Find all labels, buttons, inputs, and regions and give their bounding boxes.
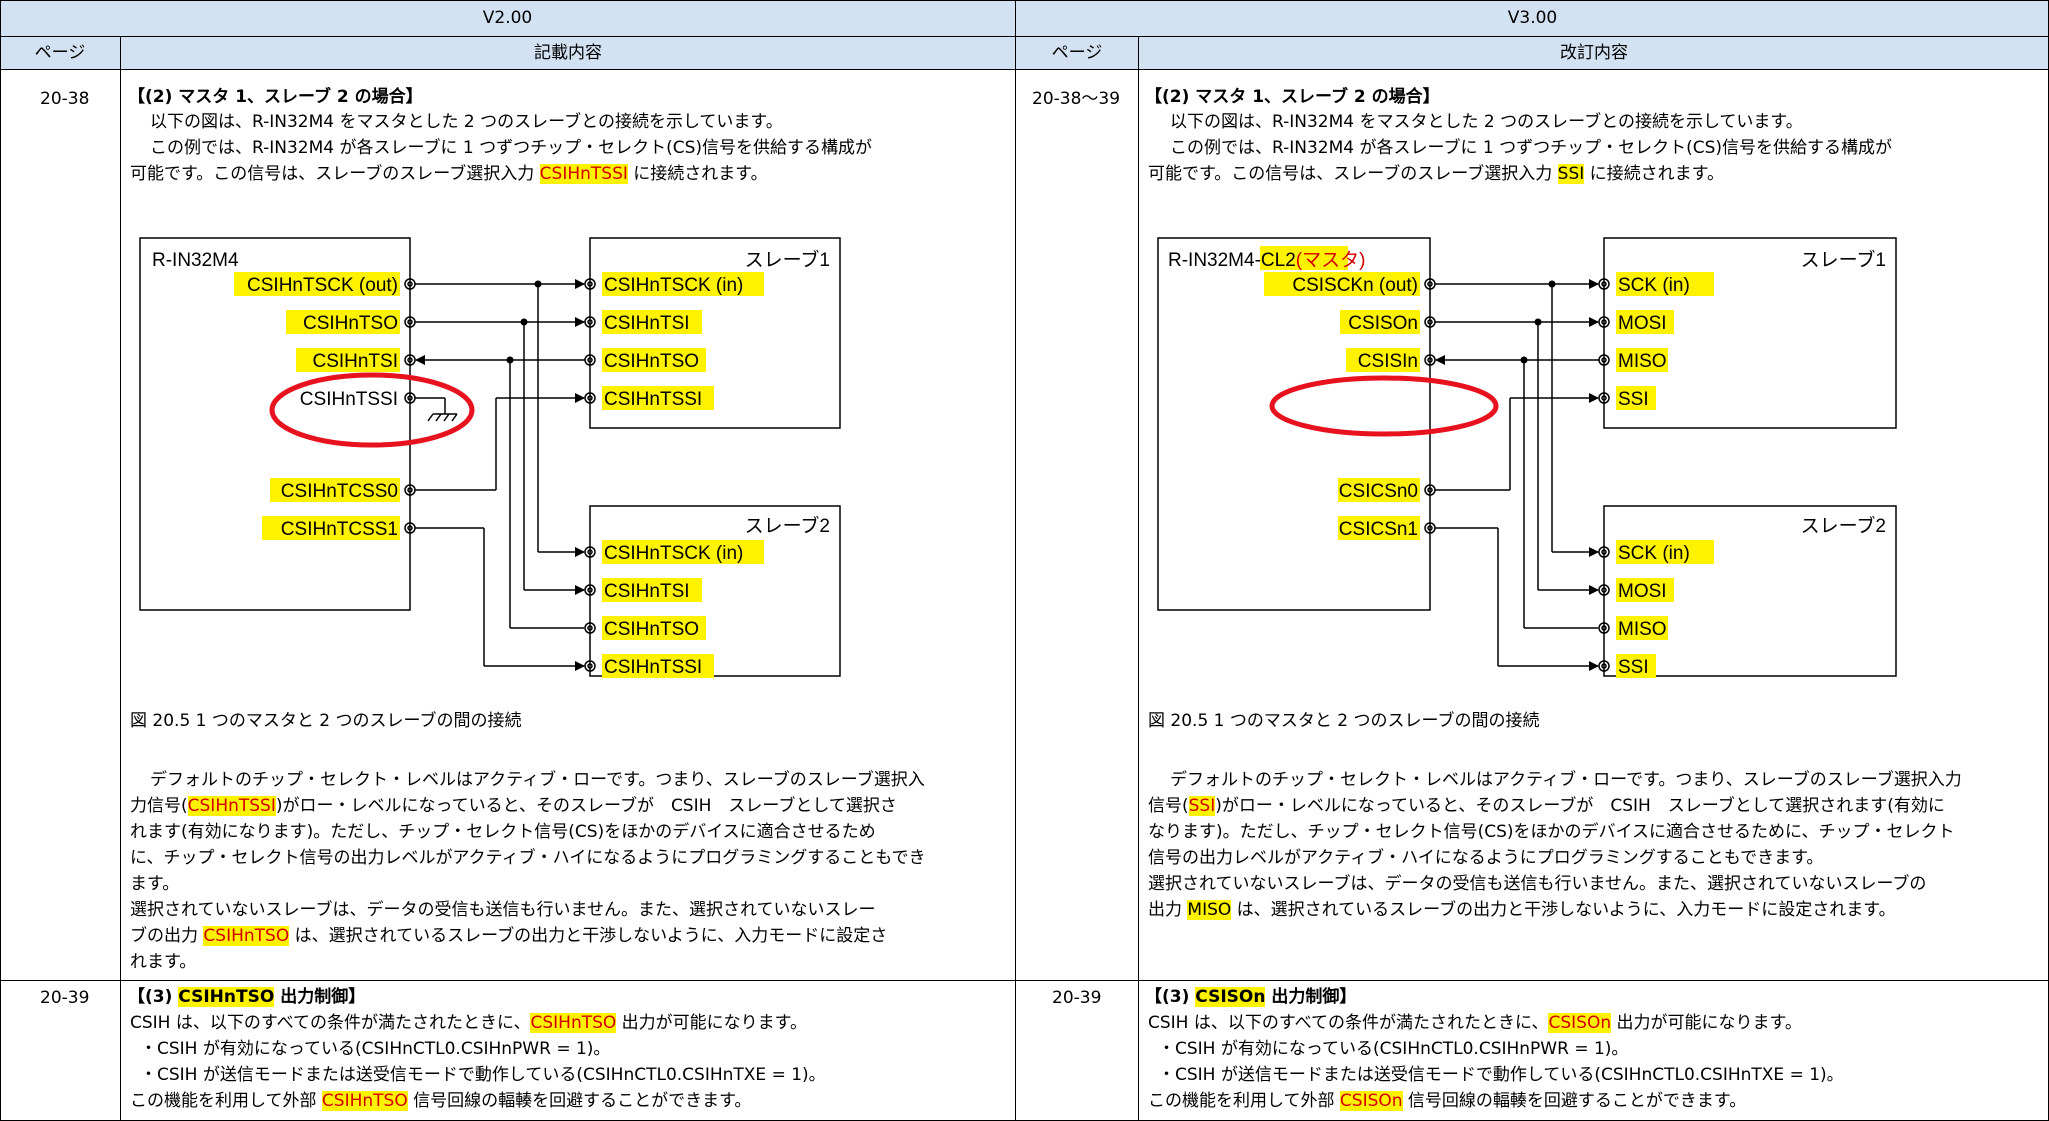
pin-label: CSIHnTSSI: [604, 657, 702, 678]
highlight-text: SSI: [1557, 164, 1585, 184]
new-row2-line2: ・CSIH が有効になっている(CSIHnCTL0.CSIHnPWR = 1)。: [1158, 1039, 1629, 1059]
slave2-box: [589, 505, 841, 677]
new-version-label: V3.00: [1507, 8, 1558, 28]
old-row2-line1: CSIH は、以下のすべての条件が満たされたときに、CSIHnTSO 出力が可能…: [130, 1013, 807, 1033]
pin-label: SSI: [1618, 389, 1649, 410]
master-label: R-IN32M4-CL2(マスタ): [1168, 249, 1365, 271]
new-body-line: デフォルトのチップ・セレクト・レベルはアクティブ・ローです。つまり、スレーブのス…: [1170, 770, 1962, 790]
slave2-label: スレーブ2: [1801, 514, 1886, 537]
slave1-label: スレーブ1: [1801, 248, 1886, 271]
pin-label: CSIHnTSCK (in): [604, 275, 743, 296]
pin-label: CSIHnTSSI: [300, 389, 398, 410]
old-body-line: に、チップ・セレクト信号の出力レベルがアクティブ・ハイになるようにプログラミング…: [130, 848, 926, 868]
pin-label: CSIHnTSO: [604, 351, 699, 372]
new-page-col-header: ページ: [1051, 43, 1103, 63]
header-shade-version: [0, 0, 2049, 36]
new-page-number-2: 20-39: [1052, 988, 1102, 1008]
pin-label: MOSI: [1618, 581, 1667, 602]
new-section-title: 【(2) マスタ 1、スレーブ 2 の場合】: [1145, 87, 1440, 107]
pin-label: CSIHnTCSS0: [281, 481, 398, 502]
pin-label: CSICSn1: [1339, 519, 1418, 540]
slave1-label: スレーブ1: [745, 248, 830, 271]
new-page-number: 20-38～39: [1032, 89, 1121, 109]
old-intro-line3: 可能です。この信号は、スレーブのスレーブ選択入力 CSIHnTSSI に接続され…: [130, 164, 768, 184]
new-intro-line3: 可能です。この信号は、スレーブのスレーブ選択入力 SSI に接続されます。: [1148, 164, 1724, 184]
old-row2-line3: ・CSIH が送信モードまたは送受信モードで動作している(CSIHnCTL0.C…: [140, 1065, 826, 1085]
old-row2-line4: この機能を利用して外部 CSIHnTSO 信号回線の輻輳を回避することができます…: [130, 1091, 752, 1111]
old-section-title-2: 【(3) CSIHnTSO 出力制御】: [128, 987, 366, 1007]
pin-label: CSISOn: [1348, 313, 1418, 334]
old-page-number-2: 20-39: [40, 988, 90, 1008]
pin-label: CSIHnTSI: [312, 351, 398, 372]
pin-label: CSIHnTSO: [303, 313, 398, 334]
new-row2-line4: この機能を利用して外部 CSISOn 信号回線の輻輳を回避することができます。: [1148, 1091, 1747, 1111]
pin-label: CSISCKn (out): [1292, 275, 1418, 296]
red-circle-annotation: [269, 372, 475, 448]
slave1-box: [589, 237, 841, 429]
new-row2-line3: ・CSIH が送信モードまたは送受信モードで動作している(CSIHnCTL0.C…: [1158, 1065, 1844, 1085]
old-row2-line2: ・CSIH が有効になっている(CSIHnCTL0.CSIHnPWR = 1)。: [140, 1039, 611, 1059]
highlight-text: CSIHnTSSI: [539, 164, 628, 184]
header-shade-columns: [0, 36, 2049, 69]
pin-label: CSISIn: [1358, 351, 1418, 372]
old-page-col-header: ページ: [34, 43, 86, 63]
old-content-col-header: 記載内容: [534, 43, 602, 63]
pin-label: MISO: [1618, 351, 1667, 372]
old-body-line: 選択されていないスレーブは、データの受信も送信も行いません。また、選択されていな…: [130, 900, 876, 920]
new-section-title-2: 【(3) CSISOn 出力制御】: [1145, 987, 1357, 1007]
old-intro-line1: 以下の図は、R-IN32M4 をマスタとした 2 つのスレーブとの接続を示してい…: [150, 112, 783, 132]
old-figure-caption: 図 20.5 1 つのマスタと 2 つのスレーブの間の接続: [130, 711, 522, 731]
old-body-line: デフォルトのチップ・セレクト・レベルはアクティブ・ローです。つまり、スレーブのス…: [150, 770, 925, 790]
pin-label: SSI: [1618, 657, 1649, 678]
red-circle-annotation: [1269, 375, 1499, 437]
pin-label: CSIHnTSSI: [604, 389, 702, 410]
old-body-line: れます。: [130, 952, 197, 972]
new-body-line: 出力 MISO は、選択されているスレーブの出力と干渉しないように、入力モードに…: [1148, 900, 1896, 920]
old-body-line: れます(有効になります)。ただし、チップ・セレクト信号(CS)をほかのデバイスに…: [130, 822, 876, 842]
new-row2-line1: CSIH は、以下のすべての条件が満たされたときに、CSISOn 出力が可能にな…: [1148, 1013, 1802, 1033]
pin-label: SCK (in): [1618, 275, 1690, 296]
new-intro-line1: 以下の図は、R-IN32M4 をマスタとした 2 つのスレーブとの接続を示してい…: [1170, 112, 1803, 132]
pin-label: CSIHnTSCK (out): [247, 275, 398, 296]
new-body-line: なります)。ただし、チップ・セレクト信号(CS)をほかのデバイスに適合させるため…: [1148, 822, 1955, 842]
master-box: [139, 237, 411, 611]
new-body-line: 信号の出力レベルがアクティブ・ハイになるようにプログラミングすることもできます。: [1148, 848, 1824, 868]
old-version-label: V2.00: [482, 8, 533, 28]
pin-label: MOSI: [1618, 313, 1667, 334]
old-body-line: ブの出力 CSIHnTSO は、選択されているスレーブの出力と干渉しないように、…: [130, 926, 888, 946]
pin-label: CSIHnTSO: [604, 619, 699, 640]
pin-label: CSICSn0: [1339, 481, 1418, 502]
new-body-line: 信号(SSI)がロー・レベルになっていると、そのスレーブが CSIH スレーブと…: [1148, 796, 1945, 816]
new-connection-diagram: R-IN32M4-CL2(マスタ) スレーブ1 スレーブ2 CSISCKn (o…: [1148, 228, 1908, 680]
slave2-label: スレーブ2: [745, 514, 830, 537]
old-page-number: 20-38: [40, 89, 90, 109]
new-figure-caption: 図 20.5 1 つのマスタと 2 つのスレーブの間の接続: [1148, 711, 1540, 731]
old-body-line: 力信号(CSIHnTSSI)がロー・レベルになっていると、そのスレーブが CSI…: [130, 796, 897, 816]
old-intro-line2: この例では、R-IN32M4 が各スレーブに 1 つずつチップ・セレクト(CS)…: [150, 138, 873, 158]
pin-label: CSIHnTCSS1: [281, 519, 398, 540]
old-section-title: 【(2) マスタ 1、スレーブ 2 の場合】: [128, 87, 423, 107]
pin-label: CSIHnTSCK (in): [604, 543, 743, 564]
master-label: R-IN32M4: [152, 250, 239, 271]
pin-label: SCK (in): [1618, 543, 1690, 564]
pin-label: CSIHnTSI: [604, 313, 690, 334]
pin-label: CSIHnTSI: [604, 581, 690, 602]
old-body-line: ます。: [130, 874, 180, 894]
old-connection-diagram: R-IN32M4 スレーブ1 スレーブ2 CSIHnTSCK (out) CSI…: [130, 228, 850, 680]
new-body-line: 選択されていないスレーブは、データの受信も送信も行いません。また、選択されていな…: [1148, 874, 1927, 894]
new-intro-line2: この例では、R-IN32M4 が各スレーブに 1 つずつチップ・セレクト(CS)…: [1170, 138, 1893, 158]
pin-label: MISO: [1618, 619, 1667, 640]
new-content-col-header: 改訂内容: [1560, 43, 1628, 63]
